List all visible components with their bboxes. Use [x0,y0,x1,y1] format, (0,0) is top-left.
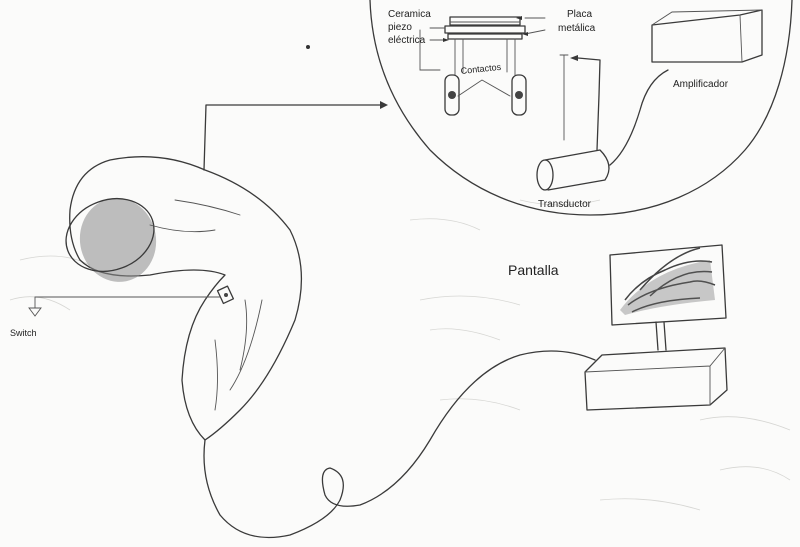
transducer-icon [537,150,609,190]
label-screen: Pantalla [508,262,559,278]
probe-cable [204,351,595,538]
monitor-base-icon [585,348,727,410]
label-switch: Switch [10,328,37,338]
ultrasound-probe [56,157,302,440]
label-amplifier: Amplificador [673,79,729,90]
label-plate-2: metálica [558,23,596,34]
callout-line [204,105,380,170]
label-contacts: Contactos [460,62,502,76]
amplifier-wire [610,70,668,165]
transducer-wire [578,58,600,150]
label-plate-1: Placa [567,9,592,20]
wire-arrow-icon [570,55,578,61]
label-transducer: Transductor [538,199,592,210]
label-ceramic-2: piezo [388,22,412,33]
transducer-internals [420,16,568,140]
ground-symbol-icon [29,308,41,316]
callout-arrow-icon [380,101,388,109]
switch-line [35,297,220,308]
hand-xray-icon [620,248,715,315]
pencil-dot [306,45,310,49]
label-ceramic-3: eléctrica [388,35,426,46]
label-ceramic-1: Ceramica [388,9,431,20]
amplifier-box-icon [652,10,762,62]
